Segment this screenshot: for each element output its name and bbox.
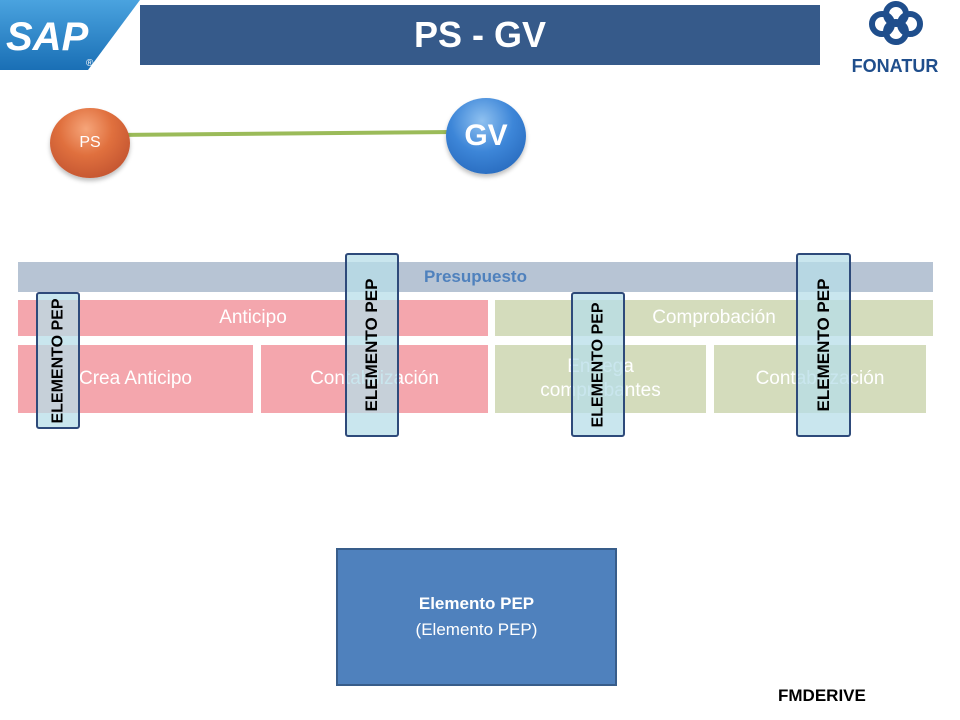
ps-node: PS [50, 108, 130, 178]
elemento-pep-tag: ELEMENTO PEP [796, 253, 851, 437]
comprobacion-bar: Comprobación [495, 300, 933, 336]
elemento-pep-tag-label: ELEMENTO PEP [813, 278, 833, 412]
elemento-pep-box-subtitle: (Elemento PEP) [415, 620, 538, 639]
page-title: PS - GV [140, 5, 820, 65]
anticipo-bar: Anticipo [18, 300, 488, 336]
svg-text:FONATUR: FONATUR [852, 56, 939, 76]
elemento-pep-tag: ELEMENTO PEP [36, 292, 80, 429]
fmderive-label: FMDERIVE [778, 686, 866, 705]
svg-text:SAP: SAP [6, 15, 89, 59]
svg-text:®: ® [86, 58, 94, 69]
elemento-pep-box-title: Elemento PEP [418, 594, 535, 613]
elemento-pep-tag: ELEMENTO PEP [345, 253, 399, 437]
elemento-pep-tag: ELEMENTO PEP [571, 292, 625, 437]
gv-node: GV [446, 98, 526, 174]
sap-logo: SAP ® [0, 0, 140, 70]
presupuesto-bar: Presupuesto [18, 262, 933, 292]
elemento-pep-tag-label: ELEMENTO PEP [362, 278, 381, 412]
ps-gv-connector-line [114, 129, 471, 137]
elemento-pep-box: Elemento PEP (Elemento PEP) [336, 548, 617, 686]
fonatur-logo: FONATUR [840, 0, 950, 78]
elemento-pep-tag-label: ELEMENTO PEP [49, 297, 67, 424]
elemento-pep-tag-label: ELEMENTO PEP [589, 301, 607, 428]
